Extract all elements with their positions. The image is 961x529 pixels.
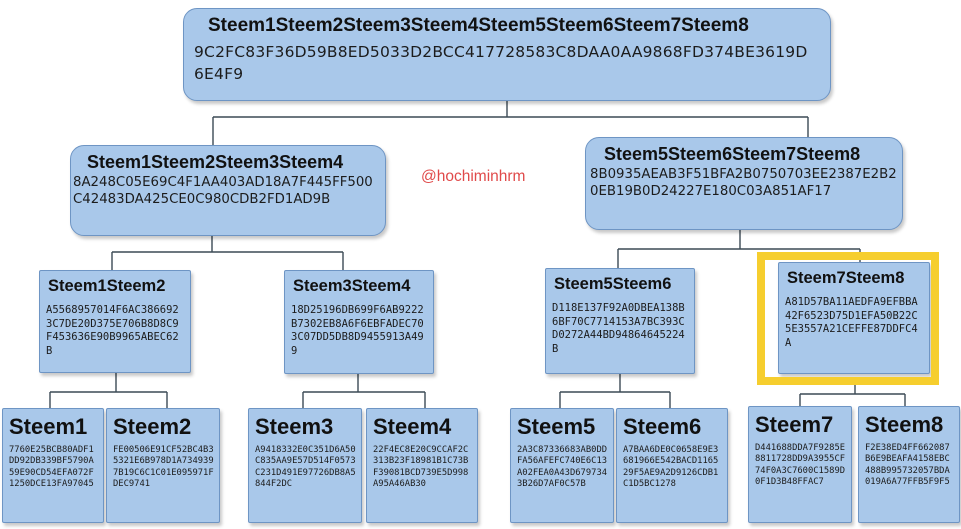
root-node: Steem1Steem2Steem3Steem4Steem5Steem6Stee…: [183, 8, 831, 101]
right-branch-node: Steem5Steem6Steem7Steem8 8B0935AEAB3F51B…: [585, 137, 903, 230]
node-hash: 2A3C87336683AB0DDFA56AFEFC740E6C13A02FEA…: [517, 445, 608, 489]
leaf-node-steem2: Steem2 FE00506E91CF52BC4B35321E6B978D1A7…: [106, 408, 220, 523]
node-label: Steem5Steem6: [554, 275, 672, 293]
node-label: Steem6: [623, 414, 702, 439]
pair-node-steem7-steem8: Steem7Steem8 A81D57BA11AEDFA9EFBBA42F652…: [778, 262, 930, 374]
node-label: Steem8: [865, 412, 944, 437]
pair-node-steem5-steem6: Steem5Steem6 D118E137F92A0DBEA138B6BF70C…: [545, 268, 695, 374]
watermark-text: @hochiminhrm: [421, 168, 526, 185]
connector-line: [49, 373, 168, 408]
node-hash: 7760E25BCB80ADF1DD92DB339BF5790A59E90CD5…: [9, 445, 94, 489]
node-label: Steem1Steem2Steem3Steem4Steem5Steem6Stee…: [208, 15, 749, 36]
leaf-node-steem5: Steem5 2A3C87336683AB0DDFA56AFEFC740E6C1…: [510, 408, 614, 523]
connector-line: [212, 101, 809, 145]
node-hash: FE00506E91CF52BC4B35321E6B978D1A7349397B…: [113, 445, 214, 489]
connector-line: [617, 230, 861, 268]
node-hash: A7BAA6DE0C0658E9E3681966E542BACD116529F5…: [623, 445, 719, 489]
node-label: Steem3: [255, 414, 334, 439]
connector-line: [559, 374, 671, 408]
node-hash: 18D25196DB699F6AB9222B7302EB8A6F6EBFADEC…: [291, 304, 424, 357]
node-hash: D441688DDA7F9285E8811728DD9A3955CF74F0A3…: [755, 443, 846, 487]
node-hash: 8A248C05E69C4F1AA403AD18A7F445FF500C4248…: [73, 175, 373, 207]
node-label: Steem4: [373, 414, 452, 439]
node-label: Steem7: [755, 412, 834, 437]
leaf-node-steem3: Steem3 A9418332E0C351D6A50C835AA9E57D514…: [248, 408, 362, 523]
node-hash: 22F4EC8E20C9CCAF2C313B23F18981B1C73BF390…: [373, 445, 469, 489]
node-hash: 9C2FC83F36D59B8ED5033D2BCC417728583C8DAA…: [194, 43, 808, 83]
node-hash: D118E137F92A0DBEA138B6BF70C7714153A7BC39…: [552, 302, 685, 355]
pair-node-steem3-steem4: Steem3Steem4 18D25196DB699F6AB9222B7302E…: [284, 270, 434, 374]
connector-line: [799, 385, 906, 406]
node-hash: A9418332E0C351D6A50C835AA9E57D514F0573C2…: [255, 445, 356, 489]
node-label: Steem1Steem2: [48, 277, 166, 295]
connector-line: [302, 374, 426, 408]
leaf-node-steem1: Steem1 7760E25BCB80ADF1DD92DB339BF5790A5…: [2, 408, 104, 523]
leaf-node-steem6: Steem6 A7BAA6DE0C0658E9E3681966E542BACD1…: [616, 408, 728, 523]
node-label: Steem2: [113, 414, 192, 439]
leaf-node-steem4: Steem4 22F4EC8E20C9CCAF2C313B23F18981B1C…: [366, 408, 478, 523]
leaf-node-steem7: Steem7 D441688DDA7F9285E8811728DD9A3955C…: [748, 406, 852, 523]
node-hash: F2E38ED4FF662087B6E9BEAFA4158EBC488B9957…: [865, 443, 950, 487]
node-hash: A5568957014F6AC3866923C7DE20D375E706B8D8…: [46, 304, 179, 357]
node-hash: A81D57BA11AEDFA9EFBBA42F6523D75D1EFA50B2…: [785, 296, 918, 349]
highlight-frame: [757, 252, 939, 385]
left-branch-node: Steem1Steem2Steem3Steem4 8A248C05E69C4F1…: [70, 145, 386, 236]
node-label: Steem5: [517, 414, 596, 439]
node-label: Steem1Steem2Steem3Steem4: [87, 152, 344, 172]
node-label: Steem5Steem6Steem7Steem8: [604, 144, 861, 164]
leaf-node-steem8: Steem8 F2E38ED4FF662087B6E9BEAFA4158EBC4…: [858, 406, 960, 523]
pair-node-steem1-steem2: Steem1Steem2 A5568957014F6AC3866923C7DE2…: [39, 270, 191, 373]
node-label: Steem1: [9, 414, 88, 439]
connector-line: [111, 236, 344, 270]
node-label: Steem7Steem8: [787, 269, 905, 287]
node-hash: 8B0935AEAB3F51BFA2B0750703EE2387E2B20EB1…: [590, 167, 897, 199]
node-label: Steem3Steem4: [293, 277, 411, 295]
